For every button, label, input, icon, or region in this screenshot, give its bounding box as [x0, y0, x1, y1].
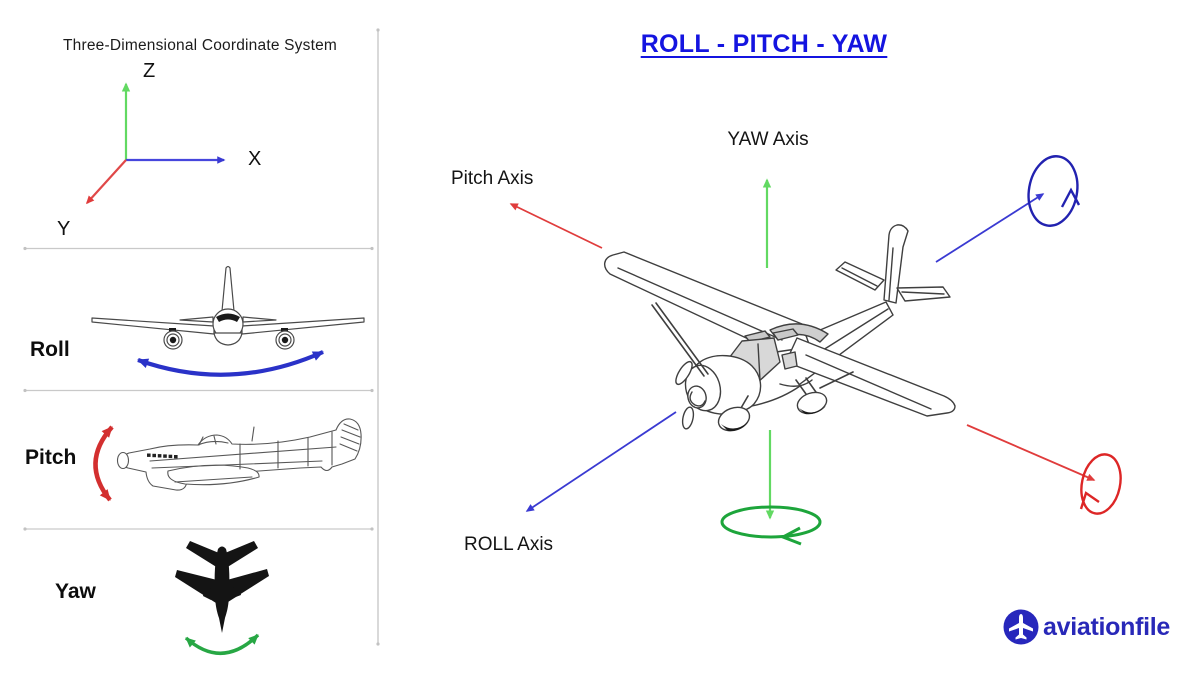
- roll-axis-arrow: [525, 411, 677, 512]
- engine-right: [275, 328, 295, 350]
- airliner-front-view-icon: [91, 265, 365, 350]
- pitch-axis-line-rear: [966, 424, 1096, 481]
- pitch-axis-arrow: [509, 203, 603, 249]
- axis-arrows: [509, 178, 1096, 520]
- fighter-side-view-icon: [116, 418, 362, 491]
- yaw-row-label: Yaw: [55, 580, 96, 603]
- yaw-rotation-ring: [720, 505, 822, 546]
- roll-axis-tag: ROLL Axis: [464, 534, 554, 555]
- engine-left: [163, 328, 183, 350]
- main-title: ROLL - PITCH - YAW: [640, 30, 888, 58]
- left-panel-title: Three-Dimensional Coordinate System: [62, 37, 338, 54]
- cessna-3d-view-icon: [604, 224, 956, 432]
- roll-rotation-ring: [1027, 155, 1081, 227]
- x-axis-label: X: [248, 148, 262, 170]
- yaw-axis-tag: YAW Axis: [727, 129, 809, 150]
- airplane-top-view-icon: [175, 541, 269, 633]
- aviationfile-logo: aviationfile: [1002, 608, 1170, 646]
- pitch-rotation-ring: [1079, 453, 1122, 515]
- exhaust-stubs: [147, 453, 178, 459]
- roll-rotation-arrow: [137, 350, 324, 377]
- panel-dividers: [23, 28, 380, 646]
- roll-row-label: Roll: [30, 338, 70, 361]
- coordinate-axes-icon: [85, 82, 226, 205]
- pitch-row-label: Pitch: [25, 446, 77, 469]
- y-axis-label: Y: [57, 218, 71, 240]
- roll-axis-line-rear: [935, 193, 1045, 263]
- pitch-rotation-arrow: [93, 425, 114, 502]
- airplane-logo-icon: [1003, 609, 1039, 645]
- z-axis-label: Z: [143, 60, 156, 82]
- logo-text: aviationfile: [1043, 612, 1170, 641]
- yaw-rotation-arrow: [184, 633, 260, 655]
- pitch-axis-tag: Pitch Axis: [451, 168, 534, 189]
